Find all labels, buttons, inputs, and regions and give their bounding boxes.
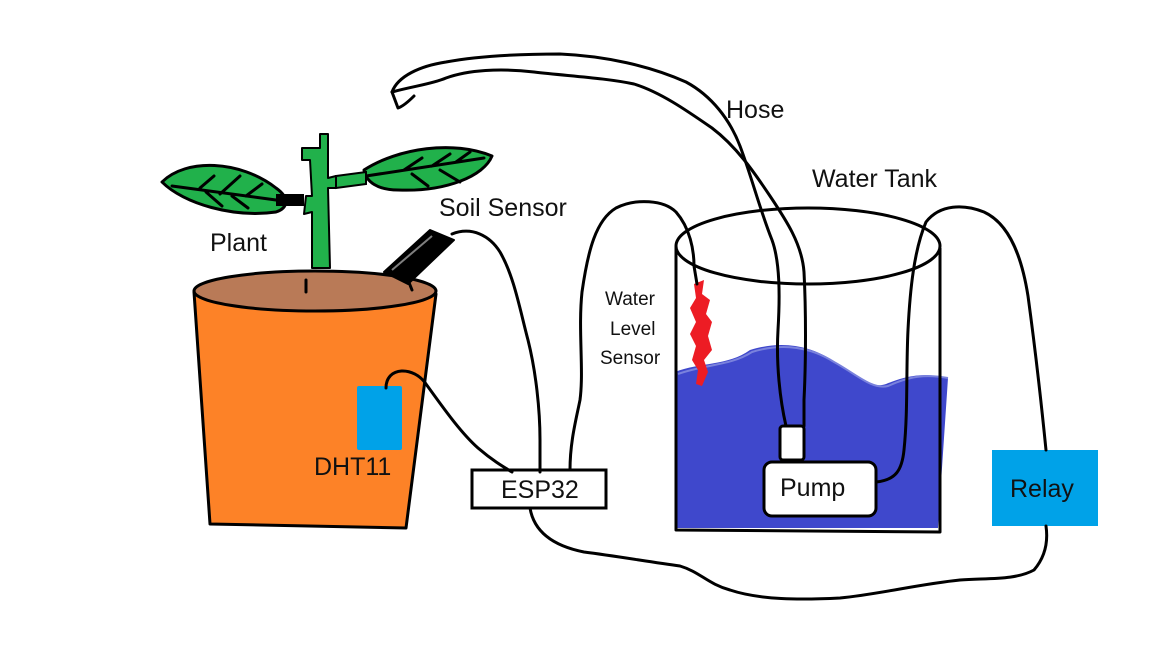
left-leaf-veins <box>170 174 278 210</box>
plant <box>160 133 494 294</box>
hose <box>390 68 807 428</box>
label-pump: Pump <box>780 474 845 502</box>
label-soil-sensor: Soil Sensor <box>439 194 567 222</box>
label-water-level-line-1: Water <box>605 289 656 310</box>
tank-rim <box>674 206 942 286</box>
label-dht11: DHT11 <box>314 453 391 481</box>
pump-nozzle <box>778 424 806 462</box>
relay-module <box>992 450 1098 526</box>
pump <box>762 424 878 518</box>
soil-sensor-wire <box>450 229 542 474</box>
hose-end <box>390 90 416 110</box>
label-esp32: ESP32 <box>501 476 579 504</box>
pump-relay-wire <box>874 205 1048 484</box>
label-relay: Relay <box>1010 475 1074 503</box>
soil-sensor-highlight <box>391 235 433 271</box>
water-surface-highlight <box>677 346 949 388</box>
plant-stem <box>301 133 337 269</box>
pump-body <box>762 460 878 518</box>
right-leaf-veins <box>364 150 486 188</box>
dht11-sensor <box>357 386 402 450</box>
soil-surface <box>192 269 438 313</box>
label-plant: Plant <box>210 229 267 257</box>
right-leaf-petiole <box>335 170 367 190</box>
esp32-relay-wire <box>528 506 1049 601</box>
soil-sensor-body <box>383 229 455 285</box>
hose-loop <box>390 52 788 428</box>
left-leaf-petiole <box>276 194 304 206</box>
right-leaf <box>362 146 494 192</box>
tank-walls <box>674 246 942 534</box>
water-level-sensor <box>690 280 712 386</box>
label-water-level-line-2: Level <box>610 319 655 340</box>
label-water-level-line-3: Sensor <box>600 348 661 369</box>
dht11-wire <box>384 369 514 474</box>
plant-pot <box>192 269 438 530</box>
soil-sensor-probe <box>383 229 455 285</box>
label-hose: Hose <box>726 96 784 124</box>
esp32-board <box>470 468 608 510</box>
wiring <box>384 52 1049 601</box>
label-water-tank: Water Tank <box>812 165 938 193</box>
water-level-wire <box>568 200 699 472</box>
